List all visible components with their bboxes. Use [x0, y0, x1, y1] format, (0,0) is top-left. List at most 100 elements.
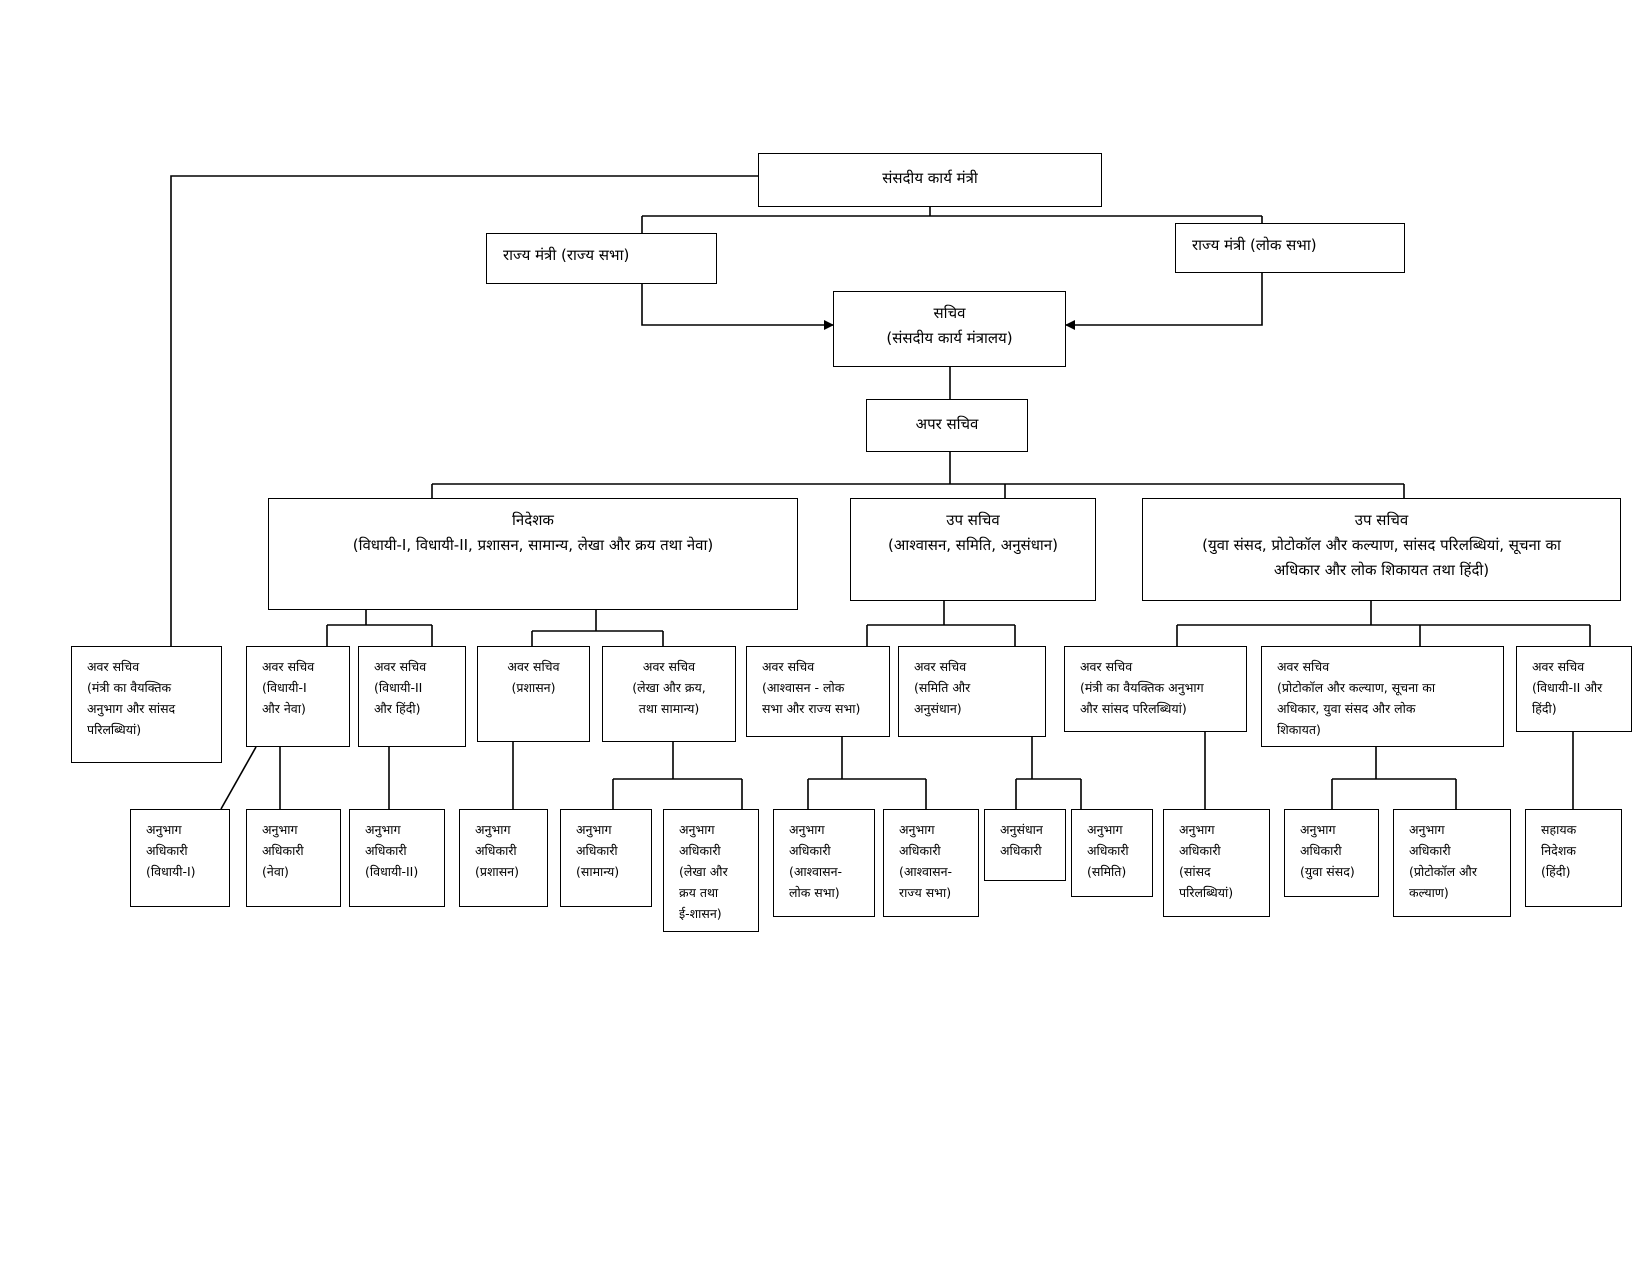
under-secretary-line: (मंत्री का वैयक्तिक अनुभाग	[1080, 680, 1204, 695]
mos-ls-label: राज्य मंत्री (लोक सभा)	[1192, 236, 1317, 254]
section-officer-line: अधिकारी	[262, 843, 304, 858]
under-secretary-line: (विधायी-I	[262, 680, 307, 695]
director-title: निदेशक	[512, 511, 554, 529]
under-secretary-line: अवर सचिव	[1277, 659, 1330, 674]
box-under-secretary: अवर सचिव (प्रोटोकॉल और कल्याण, सूचना का …	[1261, 646, 1504, 747]
under-secretary-line: परिलब्धियां)	[87, 722, 142, 737]
box-deputy-secretary-2: उप सचिव (युवा संसद, प्रोटोकॉल और कल्याण,…	[1142, 498, 1621, 601]
box-section-officer: अनुभाग अधिकारी (समिति)	[1071, 809, 1153, 897]
box-section-officer: अनुभाग अधिकारी (लेखा और क्रय तथा ई-शासन)	[663, 809, 759, 932]
box-section-officer: अनुभाग अधिकारी (युवा संसद)	[1284, 809, 1379, 897]
deputy-secretary-1-title: उप सचिव	[946, 511, 1000, 529]
under-secretary-line: अनुसंधान)	[914, 701, 962, 716]
box-minister-of-state-rajya-sabha: राज्य मंत्री (राज्य सभा)	[486, 233, 717, 284]
minister-label: संसदीय कार्य मंत्री	[882, 169, 978, 187]
under-secretary-line: (विधायी-II और	[1532, 680, 1603, 695]
section-officer-line: राज्य सभा)	[899, 885, 952, 900]
section-officer-line: अधिकारी	[365, 843, 407, 858]
under-secretary-line: (लेखा और क्रय,	[632, 680, 706, 695]
under-secretary-line: अनुभाग और सांसद	[87, 701, 176, 716]
section-officer-line: अनुभाग	[146, 822, 182, 837]
under-secretary-line: सभा और राज्य सभा)	[762, 701, 861, 716]
section-officer-line: क्रय तथा	[679, 885, 719, 900]
box-section-officer: अनुभाग अधिकारी (नेवा)	[246, 809, 341, 907]
under-secretary-line: अवर सचिव	[507, 659, 560, 674]
under-secretary-line: अवर सचिव	[642, 659, 696, 674]
section-officer-line: निदेशक	[1541, 843, 1576, 858]
section-officer-line: अनुभाग	[1409, 822, 1445, 837]
secretary-title: सचिव	[933, 304, 966, 322]
section-officer-line: (सामान्य)	[576, 864, 620, 879]
box-minister-of-state-lok-sabha: राज्य मंत्री (लोक सभा)	[1175, 223, 1405, 273]
section-officer-line: अनुभाग	[1087, 822, 1123, 837]
box-deputy-secretary-1: उप सचिव (आश्वासन, समिति, अनुसंधान)	[850, 498, 1096, 601]
deputy-secretary-2-subtitle-cont: अधिकार और लोक शिकायत तथा हिंदी)	[1273, 561, 1490, 579]
box-section-officer: अनुभाग अधिकारी (आश्वासन- राज्य सभा)	[883, 809, 979, 917]
under-secretary-line: अवर सचिव	[374, 659, 427, 674]
mos-rs-label: राज्य मंत्री (राज्य सभा)	[503, 246, 630, 264]
under-secretary-line: (समिति और	[914, 680, 971, 695]
deputy-secretary-2-subtitle: (युवा संसद, प्रोटोकॉल और कल्याण, सांसद प…	[1202, 536, 1561, 554]
section-officer-line: अनुभाग	[899, 822, 935, 837]
box-secretary: सचिव (संसदीय कार्य मंत्रालय)	[833, 291, 1066, 367]
section-officer-line: लोक सभा)	[789, 885, 840, 900]
section-officer-line: अधिकारी	[1409, 843, 1451, 858]
box-under-secretary: अवर सचिव (मंत्री का वैयक्तिक अनुभाग और स…	[71, 646, 222, 763]
section-officer-line: अधिकारी	[475, 843, 517, 858]
section-officer-line: कल्याण)	[1409, 885, 1449, 900]
box-section-officer: अनुभाग अधिकारी (प्रोटोकॉल और कल्याण)	[1393, 809, 1511, 917]
secretary-subtitle: (संसदीय कार्य मंत्रालय)	[886, 329, 1013, 347]
under-secretary-line: (विधायी-II	[374, 680, 423, 695]
under-secretary-line: अधिकार, युवा संसद और लोक	[1277, 701, 1416, 716]
under-secretary-line: अवर सचिव	[1532, 659, 1585, 674]
section-officer-line: (विधायी-I)	[146, 864, 196, 879]
addl-secretary-label: अपर सचिव	[915, 415, 979, 433]
section-officer-line: अधिकारी	[679, 843, 721, 858]
box-under-secretary: अवर सचिव (विधायी-II और हिंदी)	[358, 646, 466, 747]
section-officer-line: अधिकारी	[789, 843, 831, 858]
under-secretary-line: अवर सचिव	[1080, 659, 1133, 674]
section-officer-line: अधिकारी	[1087, 843, 1129, 858]
section-officer-line: अनुभाग	[679, 822, 715, 837]
under-secretary-line: अवर सचिव	[914, 659, 967, 674]
section-officer-line: (हिंदी)	[1541, 864, 1571, 879]
under-secretary-line: (प्रोटोकॉल और कल्याण, सूचना का	[1277, 680, 1436, 695]
section-officer-line: अनुसंधान	[1000, 822, 1043, 837]
under-secretary-line: और नेवा)	[262, 701, 306, 716]
section-officer-line: (आश्वासन-	[899, 864, 953, 879]
section-officer-line: (नेवा)	[262, 864, 289, 879]
section-officer-line: अनुभाग	[1300, 822, 1336, 837]
under-secretary-line: (प्रशासन)	[511, 680, 556, 695]
under-secretary-line: अवर सचिव	[262, 659, 315, 674]
section-officer-line: (समिति)	[1087, 864, 1127, 879]
deputy-secretary-2-title: उप सचिव	[1354, 511, 1409, 529]
box-under-secretary: अवर सचिव (प्रशासन)	[477, 646, 590, 742]
section-officer-line: अनुभाग	[576, 822, 612, 837]
section-officer-line: अधिकारी	[1179, 843, 1221, 858]
box-section-officer: अनुभाग अधिकारी (आश्वासन- लोक सभा)	[773, 809, 875, 917]
section-officer-line: अधिकारी	[146, 843, 188, 858]
box-section-officer: अनुभाग अधिकारी (सांसद परिलब्धियां)	[1163, 809, 1270, 917]
under-secretary-line: तथा सामान्य)	[638, 701, 700, 716]
box-section-officer: अनुभाग अधिकारी (विधायी-II)	[349, 809, 445, 907]
under-secretary-line: (मंत्री का वैयक्तिक	[87, 680, 172, 695]
box-additional-secretary: अपर सचिव	[866, 399, 1028, 452]
box-under-secretary: अवर सचिव (आश्वासन - लोक सभा और राज्य सभा…	[746, 646, 890, 737]
under-secretary-line: और सांसद परिलब्धियां)	[1080, 701, 1187, 716]
section-officer-line: (युवा संसद)	[1300, 864, 1355, 879]
section-officer-line: (प्रशासन)	[475, 864, 519, 879]
section-officer-line: परिलब्धियां)	[1179, 885, 1234, 900]
under-secretary-line: और हिंदी)	[374, 701, 421, 716]
box-parliamentary-affairs-minister: संसदीय कार्य मंत्री	[758, 153, 1102, 207]
section-officer-line: (विधायी-II)	[365, 864, 419, 879]
section-officer-line: अधिकारी	[1300, 843, 1342, 858]
box-under-secretary: अवर सचिव (लेखा और क्रय, तथा सामान्य)	[602, 646, 736, 742]
section-officer-line: सहायक	[1541, 822, 1577, 837]
section-officer-line: (लेखा और	[679, 864, 728, 879]
box-section-officer: अनुभाग अधिकारी (विधायी-I)	[130, 809, 230, 907]
box-under-secretary: अवर सचिव (विधायी-II और हिंदी)	[1516, 646, 1632, 732]
box-research-officer: अनुसंधान अधिकारी	[984, 809, 1066, 881]
section-officer-line: अनुभाग	[475, 822, 511, 837]
section-officer-line: अनुभाग	[365, 822, 401, 837]
